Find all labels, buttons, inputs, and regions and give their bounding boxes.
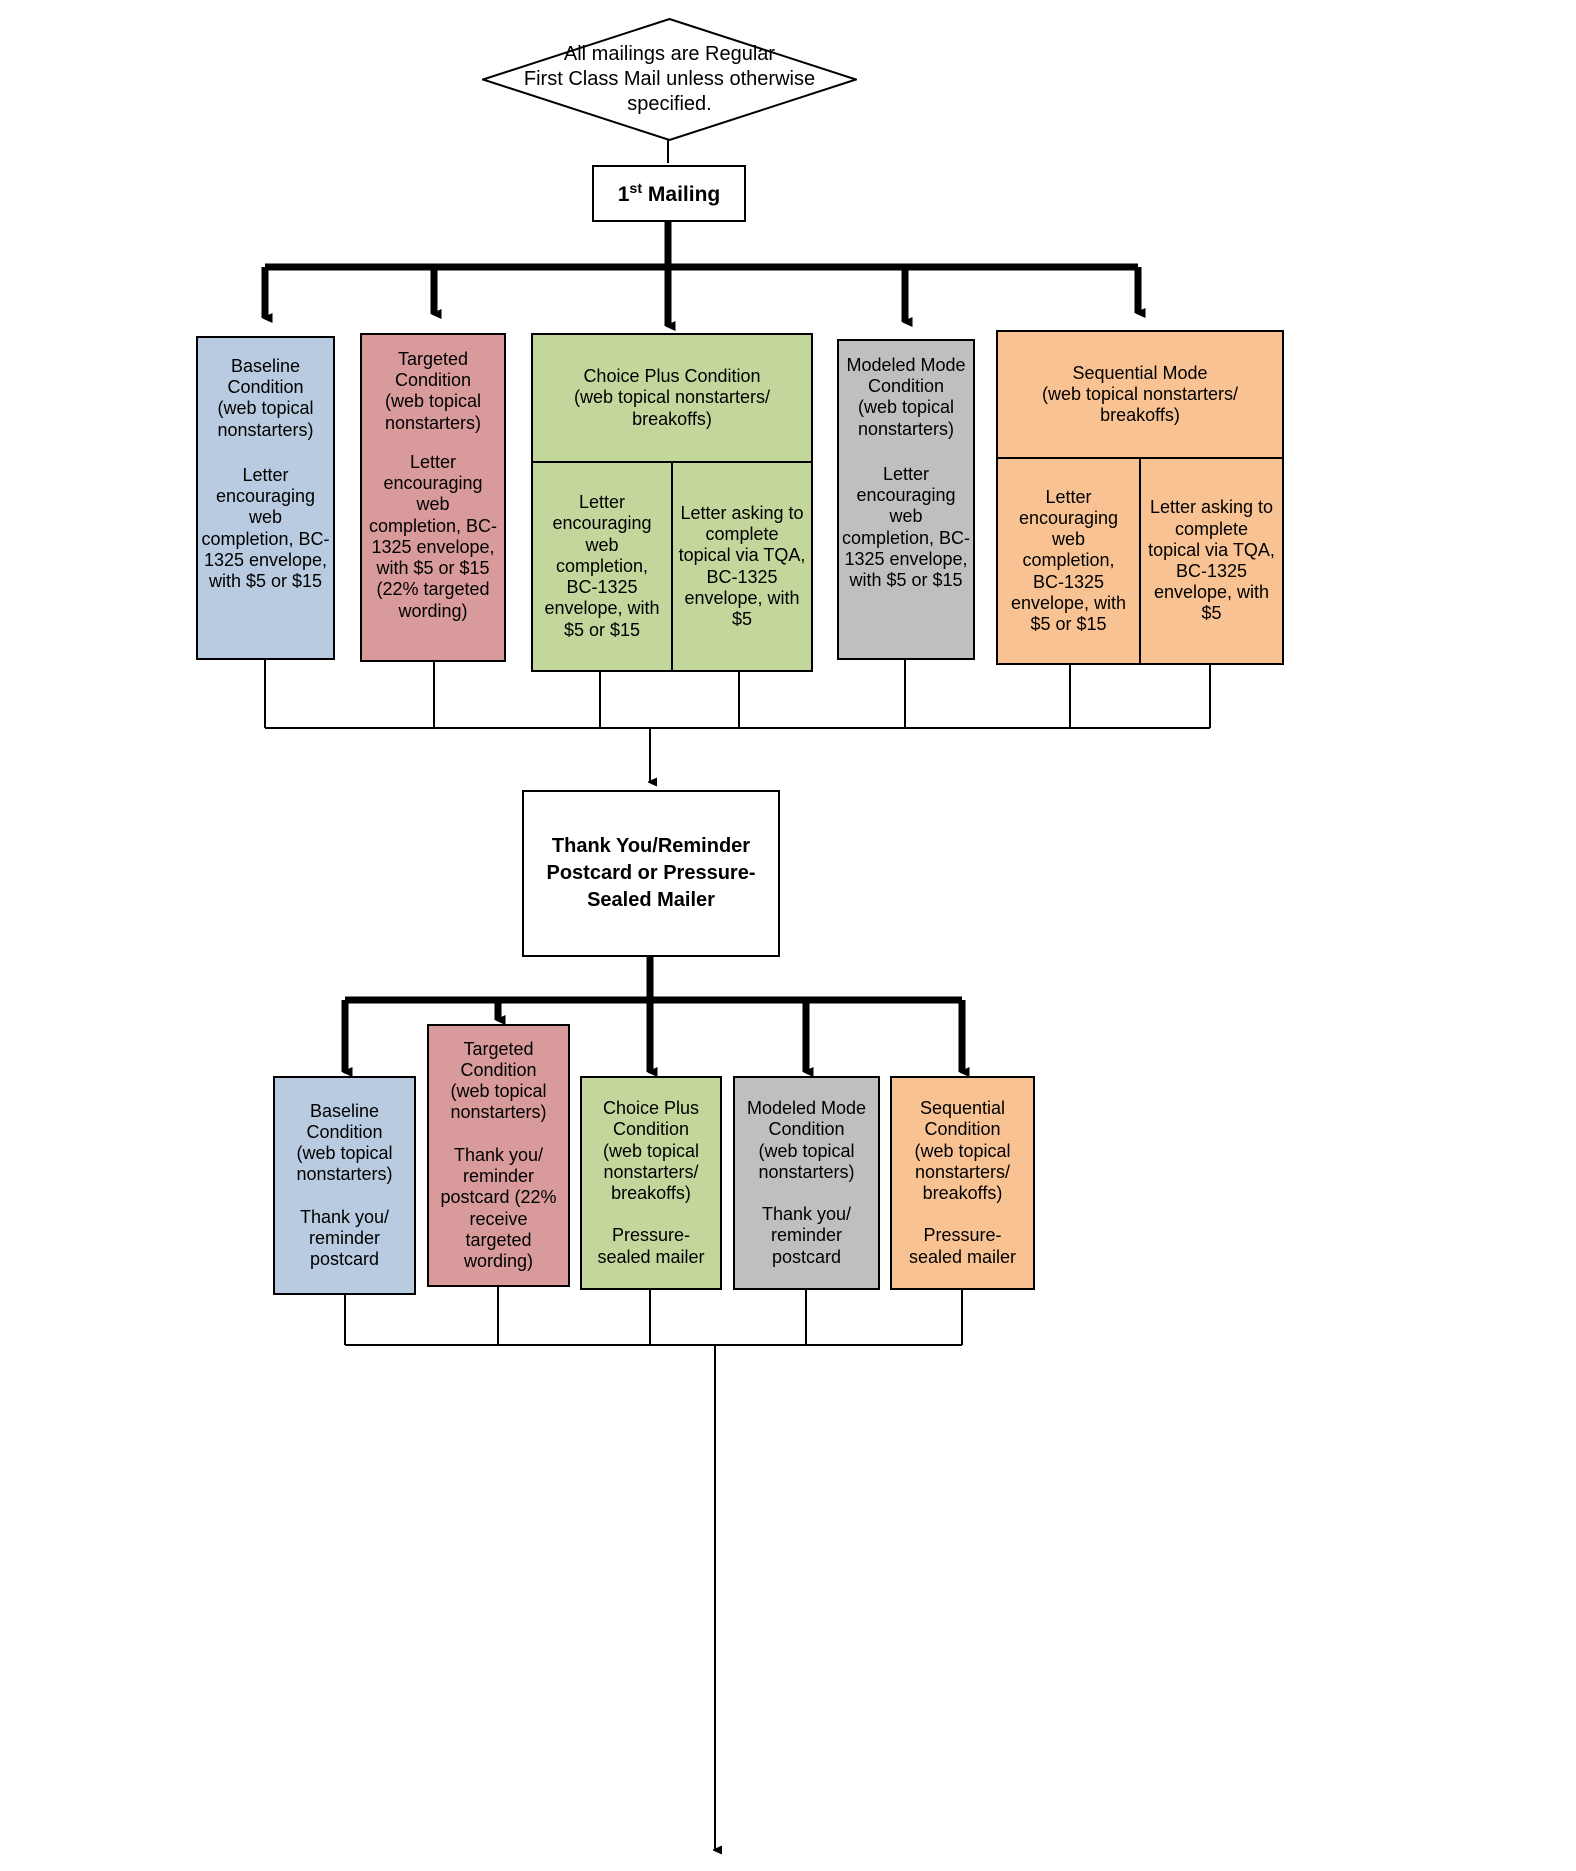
baseline-condition-1-box: Baseline Condition (web topical nonstart… — [196, 336, 335, 660]
mailing-note-diamond: All mailings are Regular First Class Mai… — [482, 18, 857, 141]
sequential-mode-condition-1-split: Letter encouraging web completion, BC-13… — [998, 457, 1282, 663]
mailing-note-text: All mailings are Regular First Class Mai… — [523, 43, 816, 115]
choice-plus-condition-1-cell-web: Letter encouraging web completion, BC-13… — [544, 492, 660, 640]
targeted-condition-2-text: Targeted Condition (web topical nonstart… — [440, 1038, 557, 1272]
modeled-mode-condition-1-header: Modeled Mode Condition (web topical nons… — [846, 355, 966, 439]
choice-plus-condition-1-cell-tqa: Letter asking to complete topical via TQ… — [671, 463, 811, 670]
modeled-mode-condition-1-body: Letter encouraging web completion, BC- 1… — [841, 463, 971, 591]
choice-plus-condition-2-text: Choice Plus Condition (web topical nonst… — [597, 1098, 705, 1267]
targeted-condition-1-header: Targeted Condition (web topical nonstart… — [384, 349, 482, 433]
baseline-condition-1-header: Baseline Condition (web topical nonstart… — [217, 356, 314, 440]
first-mailing-ordinal-suffix: st — [629, 180, 643, 197]
targeted-condition-2-box: Targeted Condition (web topical nonstart… — [427, 1024, 570, 1287]
baseline-condition-2-box: Baseline Condition (web topical nonstart… — [273, 1076, 416, 1295]
choice-plus-condition-1-header: Choice Plus Condition (web topical nonst… — [573, 366, 771, 429]
sequential-mode-condition-1-header: Sequential Mode (web topical nonstarters… — [1041, 362, 1239, 426]
choice-plus-condition-2-box: Choice Plus Condition (web topical nonst… — [580, 1076, 722, 1290]
targeted-condition-1-body: Letter encouraging web completion, BC- 1… — [368, 451, 498, 621]
targeted-condition-1-box: Targeted Condition (web topical nonstart… — [360, 333, 506, 662]
choice-plus-condition-1-split: Letter encouraging web completion, BC-13… — [533, 461, 811, 670]
modeled-mode-condition-2-text: Modeled Mode Condition (web topical nons… — [746, 1098, 867, 1267]
modeled-mode-condition-2-box: Modeled Mode Condition (web topical nons… — [733, 1076, 880, 1290]
thank-you-reminder-label: Thank You/Reminder Postcard or Pressure-… — [546, 835, 756, 911]
baseline-condition-2-text: Baseline Condition (web topical nonstart… — [296, 1100, 393, 1270]
sequential-mode-condition-1-cell-web: Letter encouraging web completion, BC-13… — [1010, 486, 1127, 635]
first-mailing-number: 1 — [617, 182, 630, 206]
sequential-condition-2-box: Sequential Condition (web topical nonsta… — [890, 1076, 1035, 1290]
baseline-condition-1-body: Letter encouraging web completion, BC- 1… — [201, 464, 330, 592]
thank-you-reminder-box: Thank You/Reminder Postcard or Pressure-… — [522, 790, 780, 957]
sequential-condition-2-text: Sequential Condition (web topical nonsta… — [908, 1098, 1017, 1267]
first-mailing-word: Mailing — [642, 182, 721, 206]
first-mailing-label: 1st Mailing — [618, 181, 721, 207]
first-mailing-box: 1st Mailing — [592, 165, 746, 222]
choice-plus-condition-1-box: Choice Plus Condition (web topical nonst… — [531, 333, 813, 672]
modeled-mode-condition-1-box: Modeled Mode Condition (web topical nons… — [837, 339, 975, 660]
sequential-mode-condition-1-box: Sequential Mode (web topical nonstarters… — [996, 330, 1284, 665]
sequential-mode-condition-1-cell-tqa: Letter asking to complete topical via TQ… — [1139, 459, 1282, 663]
